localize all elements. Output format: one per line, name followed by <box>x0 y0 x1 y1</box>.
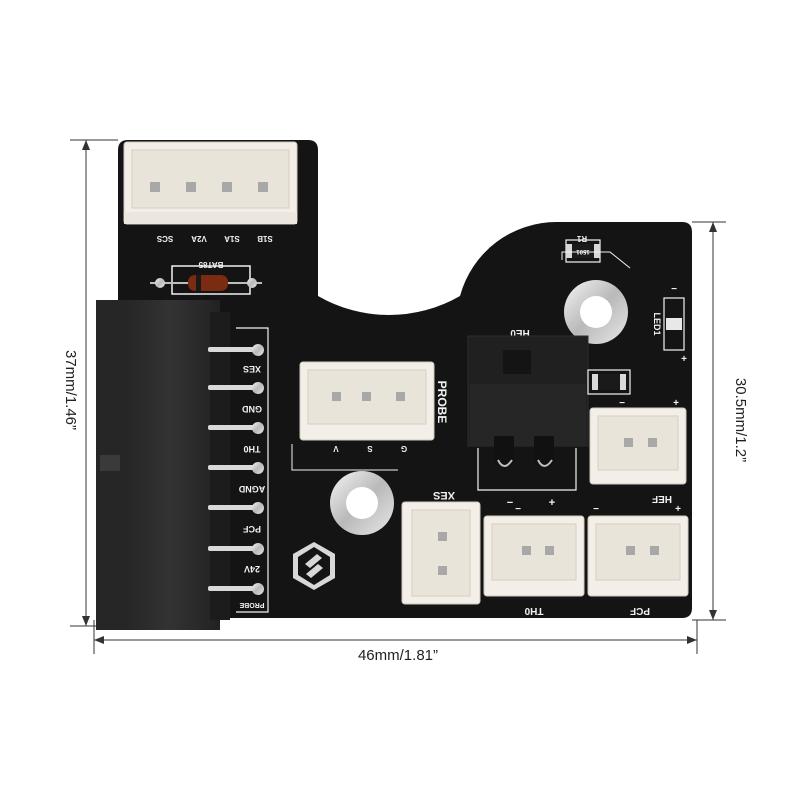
pcf-plus: + <box>675 504 681 515</box>
label-th0: TH0 <box>243 444 260 454</box>
led-plus: + <box>681 354 687 365</box>
pin-label-v2a: V2A <box>191 234 207 243</box>
he0-minus: − <box>507 497 513 509</box>
r1-value: 1501 <box>576 248 590 254</box>
probe-pin-s: S <box>367 444 373 453</box>
th0-connector: − TH0 <box>483 504 585 616</box>
top-connector-pin-labels: SCS V2A S1A S1B <box>156 234 273 243</box>
pin-label-s1a: S1A <box>224 234 240 243</box>
hef-label: HEF <box>652 493 672 504</box>
hef-connector: HEF − + <box>589 398 687 504</box>
probe-label: PROBE <box>435 381 449 424</box>
hef-plus: + <box>673 398 679 409</box>
he0-label: HE0 <box>510 327 530 338</box>
diode-label: BAT85 <box>198 260 223 269</box>
main-connector-outline <box>236 327 269 613</box>
diode: BAT85 <box>150 260 262 295</box>
label-gnd: GND <box>242 404 263 414</box>
label-pcf: PCF <box>242 524 261 534</box>
probe-pin-v: V <box>333 444 339 453</box>
main-connector-solder-pads <box>252 344 264 595</box>
label-agnd: AGND <box>238 484 265 494</box>
silkscreen-traces <box>291 251 631 471</box>
mounting-hole-bottom <box>330 471 394 535</box>
xes-connector: XES <box>401 489 481 605</box>
hef-minus: − <box>619 398 625 409</box>
left-height-dimension-label: 37mm/1.46” <box>62 350 79 430</box>
led1: LED1 − + <box>652 284 687 365</box>
label-xes: XES <box>243 364 261 374</box>
label-probe-small: PROBE <box>239 601 264 608</box>
probe-pin-g: G <box>401 444 407 453</box>
resistor-r1: R1 1501 <box>565 234 601 263</box>
main-connector-labels: XES GND TH0 AGND PCF 24V PROBE <box>238 364 265 608</box>
main-connector <box>96 300 230 630</box>
xes-label: XES <box>433 489 455 501</box>
capacitor-c1 <box>587 369 631 395</box>
pcf-minus: − <box>593 504 599 515</box>
pin-label-scs: SCS <box>156 234 173 243</box>
dimension-arrows <box>82 140 717 644</box>
main-connector-pins <box>208 347 256 591</box>
brand-logo-icon <box>293 542 335 590</box>
pcf-label: PCF <box>630 605 650 616</box>
dimension-lines <box>70 139 726 654</box>
probe-pin-labels: G S V <box>333 444 407 453</box>
width-dimension-label: 46mm/1.81” <box>358 647 438 664</box>
th0-minus: − <box>515 504 521 515</box>
led-minus: − <box>671 284 677 295</box>
he0-connector: HE0 − + <box>467 327 589 509</box>
r1-label: R1 <box>576 234 587 243</box>
top-connector <box>123 141 298 225</box>
mounting-hole-top <box>564 280 628 344</box>
pcf-connector: − + PCF <box>587 504 689 616</box>
probe-connector <box>299 361 435 441</box>
right-height-dimension-label: 30.5mm/1.2” <box>732 378 749 462</box>
he0-plus: + <box>549 497 555 509</box>
th0-label: TH0 <box>524 605 543 616</box>
led-label: LED1 <box>652 312 662 335</box>
label-24v: 24V <box>244 564 260 574</box>
pin-label-s1b: S1B <box>257 234 273 243</box>
